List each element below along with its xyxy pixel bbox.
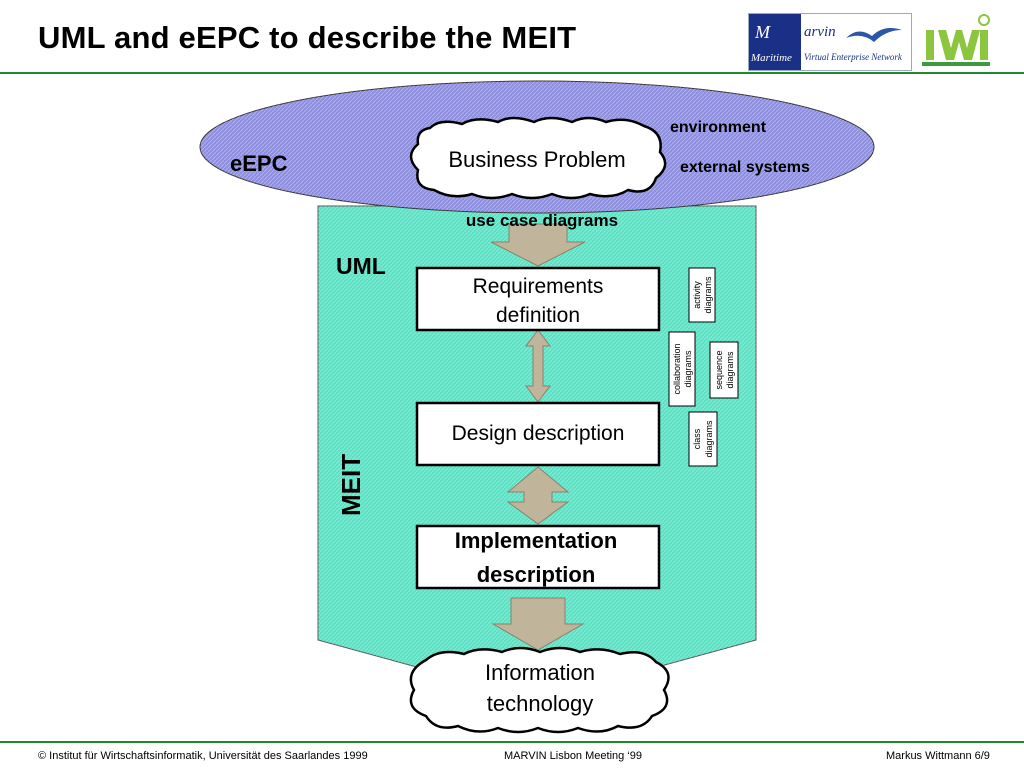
footer-copyright: © Institut für Wirtschaftsinformatik, Un… xyxy=(38,750,368,762)
bird-icon xyxy=(846,28,902,42)
requirements-line2: definition xyxy=(496,304,580,327)
iwi-logo xyxy=(922,12,990,66)
information-technology-cloud: Information technology xyxy=(409,646,670,734)
iwi-logo-mark xyxy=(922,14,990,66)
header-divider xyxy=(0,72,1024,74)
footer-meeting: MARVIN Lisbon Meeting ‘99 xyxy=(504,750,642,762)
eepc-label: eEPC xyxy=(230,151,288,176)
collaboration-line1: collaboration xyxy=(672,343,682,394)
marvin-logo-maritime: Maritime xyxy=(751,52,792,64)
meit-label: MEIT xyxy=(336,454,366,516)
class-diagrams-tag: class diagrams xyxy=(688,411,718,467)
class-line2: diagrams xyxy=(704,420,714,458)
activity-line1: activity xyxy=(692,281,702,309)
marvin-logo-badge: M Maritime xyxy=(749,14,801,70)
activity-line2: diagrams xyxy=(703,276,713,314)
collaboration-line2: diagrams xyxy=(683,350,693,388)
class-line1: class xyxy=(692,428,702,449)
arrow-design-impl xyxy=(506,466,570,525)
implementation-line2: description xyxy=(477,562,596,587)
marvin-logo-tagline: Virtual Enterprise Network xyxy=(804,52,902,62)
uml-label: UML xyxy=(336,253,386,279)
slide-title: UML and eEPC to describe the MEIT xyxy=(38,20,577,55)
marvin-logo-name: arvin xyxy=(804,24,836,40)
marvin-logo-m: M xyxy=(755,22,770,42)
sequence-line2: diagrams xyxy=(725,351,735,389)
activity-diagrams-tag: activity diagrams xyxy=(688,267,716,323)
sequence-line1: sequence xyxy=(714,350,724,389)
it-line1: Information xyxy=(485,660,595,685)
arrow-use-case xyxy=(490,223,586,267)
marvin-logo: M Maritime arvin Virtual Enterprise Netw… xyxy=(748,13,912,71)
requirements-box: Requirements definition xyxy=(415,266,661,332)
implementation-line1: Implementation xyxy=(455,528,618,553)
business-problem-label: Business Problem xyxy=(448,147,625,172)
footer-divider xyxy=(0,741,1024,743)
footer-author-page: Markus Wittmann 6/9 xyxy=(886,750,990,762)
environment-label: environment xyxy=(670,119,767,136)
design-label: Design description xyxy=(452,422,625,445)
arrow-impl-it xyxy=(491,597,585,651)
business-problem-cloud: Business Problem xyxy=(409,116,667,200)
meit-diagram: Business Problem eEPC environment extern… xyxy=(199,80,875,734)
sequence-diagrams-tag: sequence diagrams xyxy=(709,341,739,399)
use-case-label: use case diagrams xyxy=(466,211,618,230)
requirements-line1: Requirements xyxy=(473,275,604,298)
external-systems-label: external systems xyxy=(680,159,810,176)
it-line2: technology xyxy=(487,691,593,716)
implementation-box: Implementation description xyxy=(415,524,661,590)
design-box: Design description xyxy=(415,401,661,467)
collaboration-diagrams-tag: collaboration diagrams xyxy=(668,331,696,407)
